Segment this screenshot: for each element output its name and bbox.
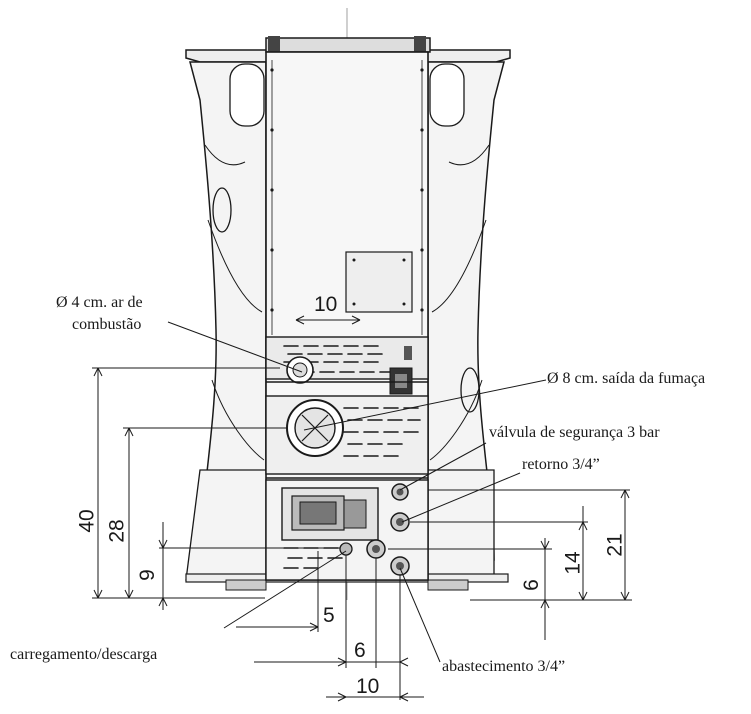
leader-air-intake — [167, 321, 303, 373]
dim-label-6-bottom: 6 — [354, 639, 366, 662]
dim-top-10 — [295, 315, 361, 325]
leader-safety-valve — [399, 442, 487, 491]
right-side-vent — [429, 63, 465, 127]
leader-load-unload — [223, 550, 347, 629]
inspection-hatch — [345, 251, 413, 313]
dim-label-21: 21 — [603, 533, 627, 557]
right-foot — [427, 579, 469, 591]
label-supply: abastecimento 3/4” — [442, 658, 566, 675]
left-side-ellipse-top — [212, 187, 232, 233]
dim-label-14: 14 — [561, 551, 585, 575]
label-load-unload: carregamento/descarga — [10, 646, 158, 663]
dim-label-40: 40 — [75, 509, 99, 533]
leader-supply — [399, 567, 441, 663]
leader-smoke — [303, 379, 547, 431]
top-handle — [265, 37, 431, 53]
dim-label-10-bottom: 10 — [356, 675, 380, 698]
dim-label-6-right: 6 — [519, 579, 543, 591]
dim-label-5: 5 — [323, 604, 335, 627]
dim-label-top-10: 10 — [314, 293, 338, 316]
left-side-vent — [229, 63, 265, 127]
left-foot — [225, 579, 267, 591]
switch — [404, 346, 412, 360]
label-return: retorno 3/4” — [522, 456, 600, 473]
label-air-intake: Ø 4 cm. ar de — [56, 294, 143, 311]
leader-return — [401, 472, 521, 523]
label-smoke-outlet: Ø 8 cm. saída da fumaça — [547, 370, 706, 387]
dim-label-9: 9 — [135, 569, 159, 581]
dim-label-28: 28 — [105, 519, 129, 543]
label-safety-valve: válvula de segurança 3 bar — [489, 424, 660, 441]
label-air-intake-line2: combustão — [72, 316, 142, 333]
right-side-ellipse — [460, 367, 480, 413]
